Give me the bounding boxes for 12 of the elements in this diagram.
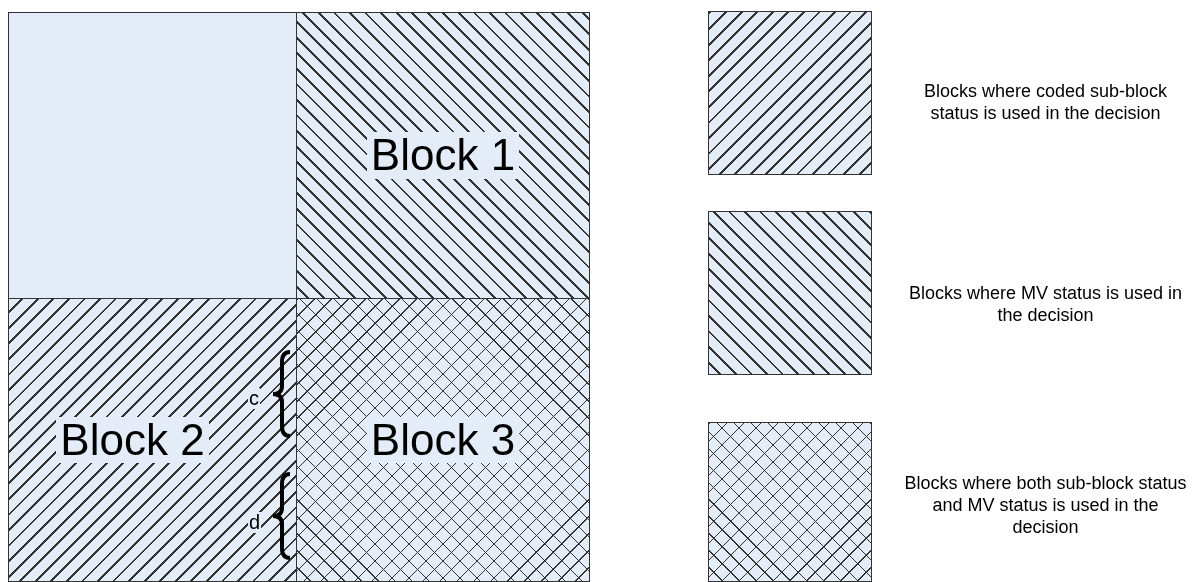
block-label: Block 2	[56, 416, 209, 464]
quadrant-block	[8, 12, 297, 299]
block-label: Block 3	[366, 416, 520, 464]
hatched-block	[296, 12, 590, 299]
legend-text: Blocks where coded sub-block status is used in the decision	[922, 80, 1169, 124]
brace-label: d	[248, 512, 262, 533]
hatched-block	[8, 298, 297, 582]
hatched-block	[296, 298, 590, 582]
block-label: Block 1	[366, 132, 520, 179]
legend-text: Blocks where MV status is used in the decision	[907, 282, 1184, 326]
legend-text: Blocks where both sub-block status and MV status is used in the decision	[903, 472, 1188, 538]
brace-label: c	[248, 388, 260, 409]
